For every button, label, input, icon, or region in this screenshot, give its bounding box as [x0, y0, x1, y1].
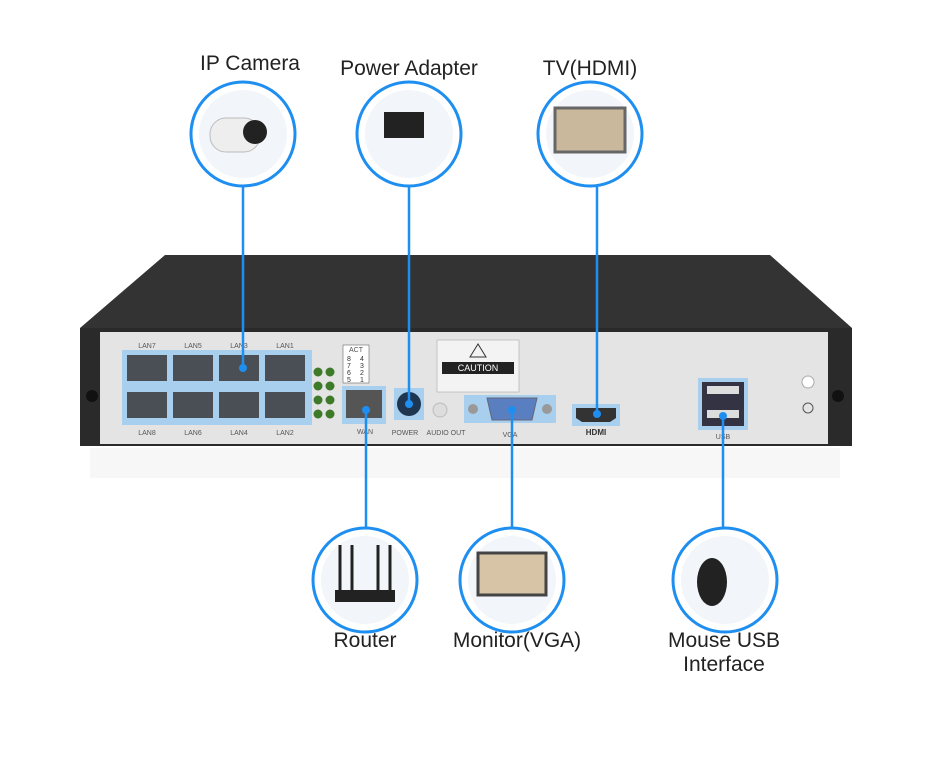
reflection	[90, 448, 840, 478]
act-cell: 5	[347, 377, 351, 384]
status-led	[325, 409, 335, 419]
vga-label: VGA	[503, 432, 518, 439]
router-icon	[335, 590, 395, 602]
lan-label-top: LAN1	[276, 343, 294, 350]
vga-screw-left	[468, 404, 478, 414]
lan-label-top: LAN3	[230, 343, 248, 350]
connector-lines	[241, 186, 725, 528]
lan-port	[265, 355, 305, 381]
act-cell: 2	[360, 370, 364, 377]
lan-port	[127, 355, 167, 381]
lan-label-bottom: LAN6	[184, 430, 202, 437]
mouse-icon	[697, 558, 727, 606]
mouse-label: Mouse USB Interface	[668, 629, 780, 677]
router-label: Router	[333, 629, 397, 652]
act-cell: 3	[360, 363, 364, 370]
usb-slot-top	[707, 386, 739, 394]
power-adapter-icon	[384, 112, 424, 138]
status-led	[313, 381, 323, 391]
lan-label-bottom: LAN2	[276, 430, 294, 437]
mouse-label-line1: Mouse USB	[667, 629, 781, 652]
caution-band	[442, 362, 514, 374]
status-led	[325, 395, 335, 405]
router-icon	[321, 536, 409, 624]
ip-camera-label: IP Camera	[200, 52, 300, 75]
warning-icon	[469, 343, 487, 358]
audio-out-jack	[432, 402, 448, 418]
tv-label: TV(HDMI)	[542, 57, 638, 80]
lan-label-bottom: LAN4	[230, 430, 248, 437]
act-cell: 8	[347, 356, 351, 363]
hdmi-label: HDMI	[586, 428, 606, 437]
wan-port	[346, 390, 382, 418]
mouse-label-line2: Interface	[683, 653, 765, 676]
caution-text: CAUTION	[458, 363, 499, 373]
router-callout	[311, 526, 419, 634]
audio-out-label: AUDIO OUT	[427, 430, 467, 437]
screw-left	[86, 390, 98, 402]
lan-port	[127, 392, 167, 418]
act-header: ACT	[349, 347, 364, 354]
ground-icon	[802, 402, 814, 414]
status-led	[313, 367, 323, 377]
monitor-label: Monitor(VGA)	[452, 629, 582, 652]
vga-screw-right	[542, 404, 552, 414]
tv-icon	[553, 106, 627, 154]
act-cell: 6	[347, 370, 351, 377]
fan-icon	[801, 375, 815, 389]
lan-label-top: LAN5	[184, 343, 202, 350]
status-led	[325, 381, 335, 391]
lan-label-bottom: LAN8	[138, 430, 156, 437]
screw-right	[832, 390, 844, 402]
act-cell: 7	[347, 363, 351, 370]
lan-port	[173, 355, 213, 381]
monitor-icon	[476, 551, 548, 597]
lan-port	[173, 392, 213, 418]
lan-port	[219, 392, 259, 418]
act-table	[342, 344, 370, 384]
lan-port	[265, 392, 305, 418]
chassis-top	[80, 255, 852, 328]
act-cell: 4	[360, 356, 364, 363]
status-led	[313, 409, 323, 419]
power-adapter-label: Power Adapter	[340, 57, 478, 80]
status-led	[313, 395, 323, 405]
lan-label-top: LAN7	[138, 343, 156, 350]
status-led	[325, 367, 335, 377]
power-label: POWER	[392, 430, 418, 437]
act-cell: 1	[360, 377, 364, 384]
